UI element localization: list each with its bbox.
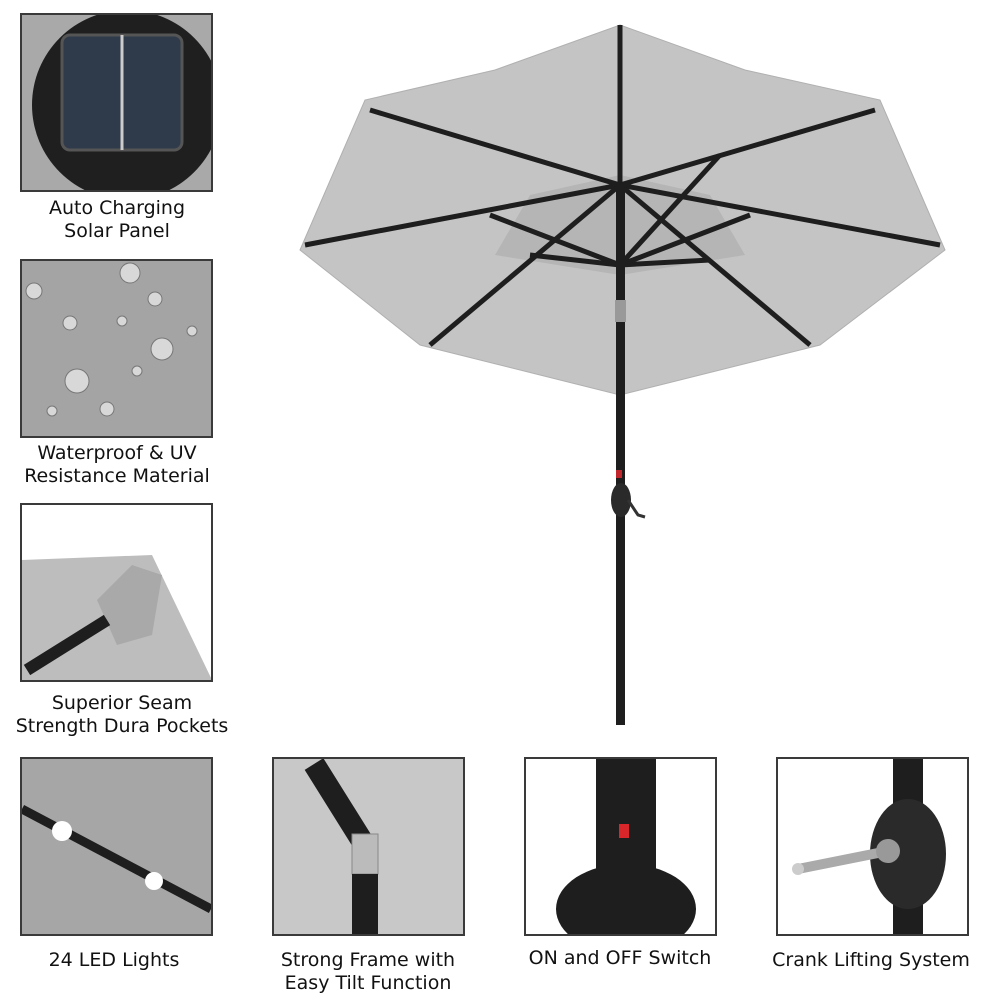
feature-image-waterproof xyxy=(20,259,213,438)
crank-handle xyxy=(626,499,646,519)
feature-image-on-off-switch xyxy=(524,757,717,936)
umbrella-illustration xyxy=(299,24,946,725)
feature-image-solar-panel xyxy=(20,13,213,192)
switch xyxy=(616,470,622,478)
feature-caption-led-lights: 24 LED Lights xyxy=(48,949,180,971)
feature-image-crank xyxy=(776,757,969,936)
pole xyxy=(616,185,625,725)
feature-caption-crank: Crank Lifting System xyxy=(772,949,970,971)
ribs xyxy=(304,25,941,347)
feature-image-tilt-frame xyxy=(272,757,465,936)
feature-image-led-lights xyxy=(20,757,213,936)
feature-caption-on-off-switch: ON and OFF Switch xyxy=(528,947,712,969)
crank-housing xyxy=(611,483,631,517)
feature-image-seam-pockets xyxy=(20,503,213,682)
